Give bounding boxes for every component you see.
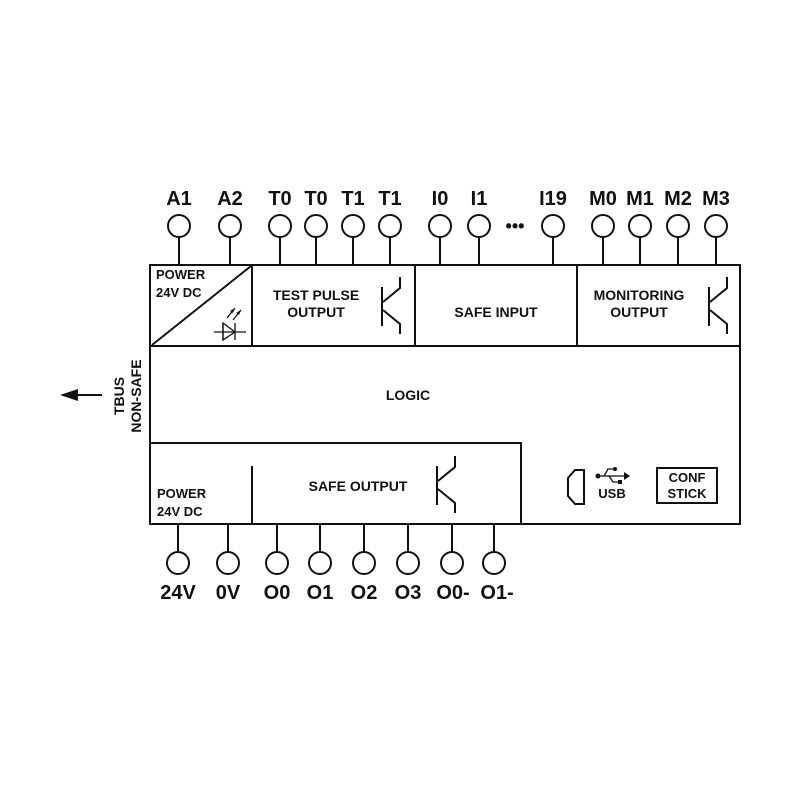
terminal-label-o1: O1: [307, 582, 334, 604]
power-diagonal: [151, 265, 252, 346]
bottom-terminal-labels: 24V 0V O0 O1 O2 O3 O0- O1-: [160, 582, 513, 604]
terminal-i19: [541, 214, 565, 265]
terminal-label-a1: A1: [166, 188, 192, 210]
transistor-icon-safe-output: [436, 456, 456, 513]
top-terminal-labels: A1 A2 T0 T0 T1 T1 I0 I1 I19 M0 M1 M2 M3: [166, 188, 730, 210]
terminal-label-t0: T0: [268, 188, 291, 210]
tbus-arrow-icon: [60, 389, 102, 401]
test-pulse-label-2: OUTPUT: [287, 304, 345, 320]
terminal-i0: [428, 214, 452, 265]
safe-output-label: SAFE OUTPUT: [309, 478, 408, 494]
terminal-t1: [341, 214, 365, 265]
terminal-label-a2: A2: [217, 188, 243, 210]
terminal-label-i1: I1: [471, 188, 488, 210]
terminal-label-o0: O0: [264, 582, 291, 604]
terminal-o3: [396, 524, 420, 575]
terminal-a1: [167, 214, 191, 265]
terminal-label-m0: M0: [589, 188, 617, 210]
terminal-label-o0-minus: O0-: [436, 582, 469, 604]
monitoring-label-2: OUTPUT: [610, 304, 668, 320]
terminal-t0: [268, 214, 292, 265]
terminal-a2: [218, 214, 242, 265]
terminal-m0: [591, 214, 615, 265]
terminal-label-t1-2: T1: [378, 188, 401, 210]
safe-input-label: SAFE INPUT: [454, 304, 538, 320]
usb-label: USB: [598, 486, 625, 501]
terminal-i1: [467, 214, 491, 265]
led-icon: [214, 307, 246, 342]
output-block-outline: [149, 442, 522, 525]
conf-stick-label-2: STICK: [668, 486, 708, 501]
terminal-label-24v: 24V: [160, 582, 196, 604]
terminal-o0: [265, 524, 289, 575]
terminal-m1: [628, 214, 652, 265]
transistor-icon-test-pulse: [381, 277, 401, 334]
tbus-label: TBUS: [111, 377, 127, 415]
terminal-t1-2: [378, 214, 402, 265]
test-pulse-label-1: TEST PULSE: [273, 287, 359, 303]
terminal-o2: [352, 524, 376, 575]
terminal-o0-minus: [440, 524, 464, 575]
terminal-t0-2: [304, 214, 328, 265]
terminal-24v: [166, 524, 190, 575]
terminal-label-o3: O3: [395, 582, 422, 604]
terminal-label-t0-2: T0: [304, 188, 327, 210]
terminal-ellipsis: •••: [506, 216, 525, 236]
terminal-label-o2: O2: [351, 582, 378, 604]
terminal-label-m1: M1: [626, 188, 654, 210]
terminal-label-i0: I0: [432, 188, 449, 210]
power-bottom-label-1: POWER: [157, 486, 207, 501]
terminal-0v: [216, 524, 240, 575]
usb-port-icon: [567, 469, 585, 505]
monitoring-label-1: MONITORING: [594, 287, 685, 303]
power-bottom-label-2: 24V DC: [157, 504, 203, 519]
terminal-m3: [704, 214, 728, 265]
terminal-label-t1: T1: [341, 188, 364, 210]
power-top-label-2: 24V DC: [156, 285, 202, 300]
top-terminals: [167, 214, 728, 265]
terminal-label-i19: I19: [539, 188, 567, 210]
bottom-terminals: [166, 524, 506, 575]
terminal-label-m3: M3: [702, 188, 730, 210]
usb-symbol-icon: [595, 467, 630, 484]
transistor-icon-monitoring: [708, 277, 728, 334]
non-safe-label: NON-SAFE: [128, 359, 144, 432]
terminal-label-o1-minus: O1-: [480, 582, 513, 604]
power-block-top: POWER 24V DC: [151, 265, 252, 346]
terminal-o1: [308, 524, 332, 575]
conf-stick-box: [656, 467, 718, 504]
terminal-label-m2: M2: [664, 188, 692, 210]
terminal-o1-minus: [482, 524, 506, 575]
logic-label: LOGIC: [386, 387, 430, 403]
terminal-label-0v: 0V: [216, 582, 241, 604]
terminal-m2: [666, 214, 690, 265]
conf-stick-label-1: CONF: [669, 470, 706, 485]
power-top-label-1: POWER: [156, 267, 206, 282]
